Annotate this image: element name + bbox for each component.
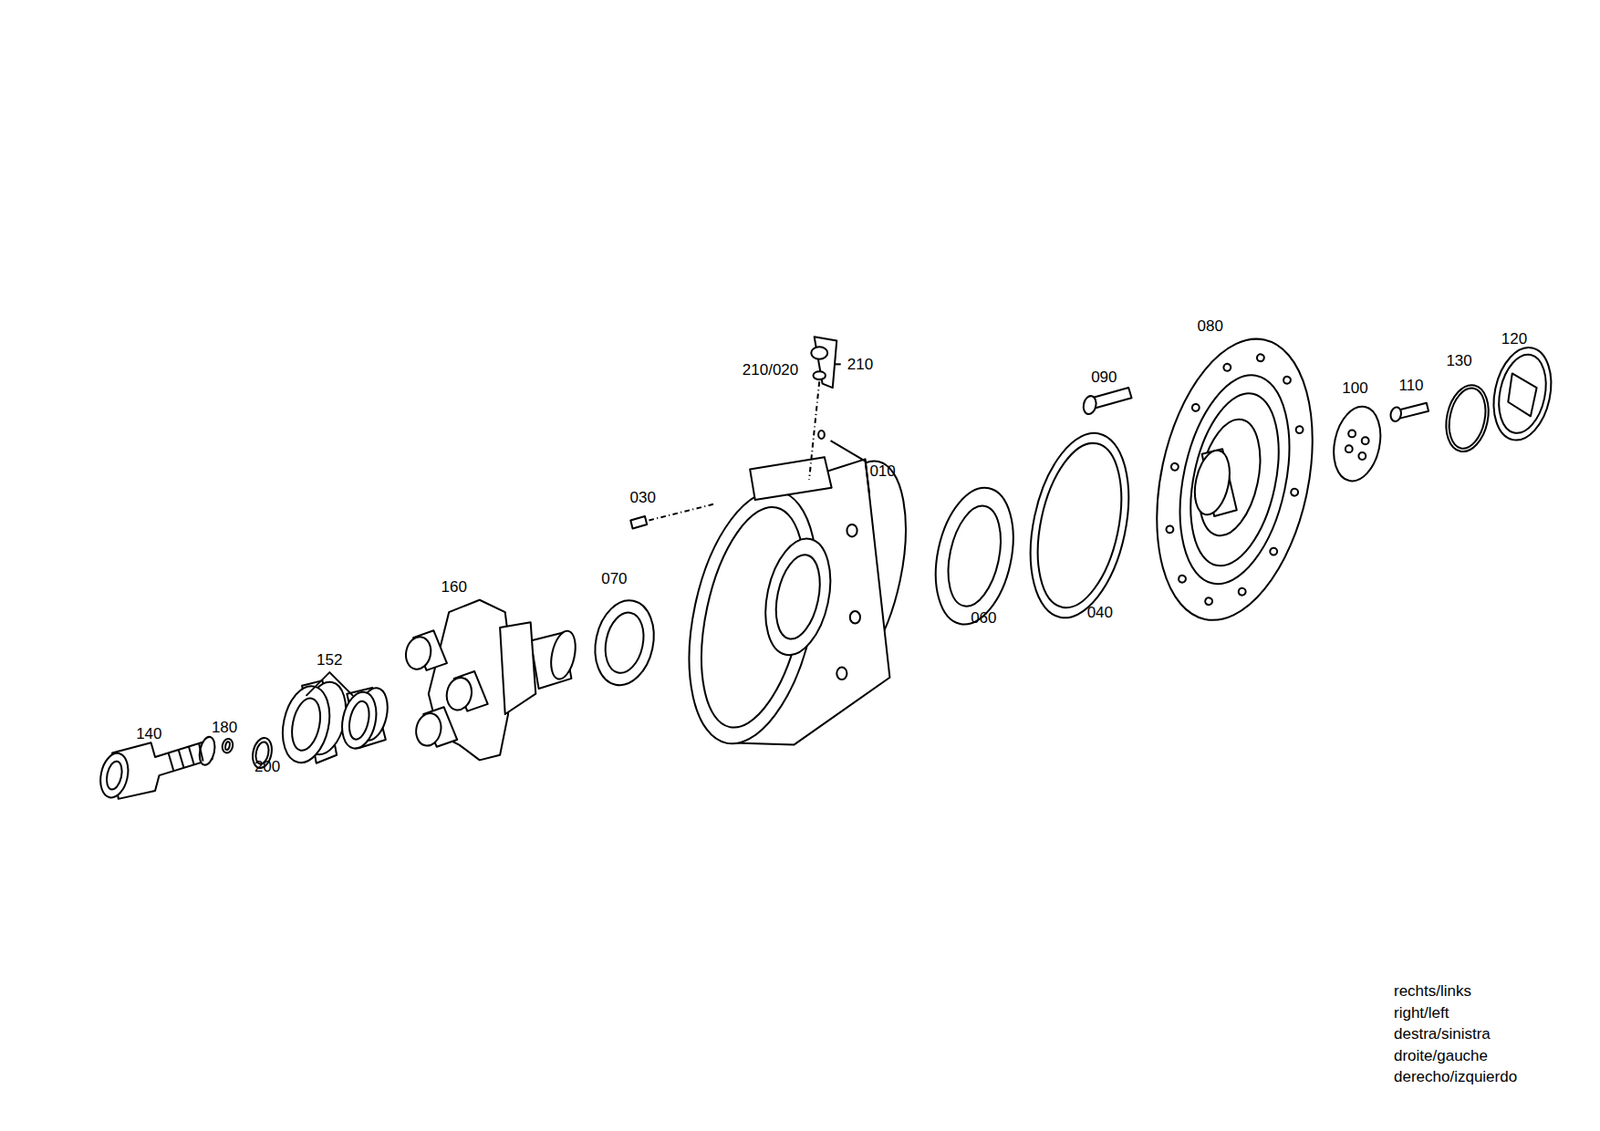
callout-number: 120: [1501, 331, 1528, 349]
callout-number: 030: [630, 489, 656, 508]
callout-number: 010: [869, 462, 895, 480]
callout-number: 160: [441, 579, 468, 597]
callout-number: 210: [847, 356, 873, 375]
callout-number: 100: [1341, 380, 1368, 398]
callout-number: 180: [211, 718, 238, 737]
note-text: rechts/links: [1393, 983, 1472, 1001]
shaft: [96, 735, 218, 800]
callout-number: 060: [970, 610, 997, 628]
callout-number: 080: [1196, 318, 1223, 336]
callout-number: 140: [135, 726, 162, 744]
callout-number: 090: [1090, 369, 1117, 387]
note-text: droite/gauche: [1393, 1047, 1488, 1065]
callout-number: 130: [1445, 353, 1472, 371]
note-text: destra/sinistra: [1393, 1026, 1491, 1044]
callout-number: 152: [316, 651, 343, 669]
callout-number: 200: [254, 758, 281, 777]
callout-number: 210/020: [742, 362, 799, 380]
callout-number: 110: [1398, 376, 1424, 395]
note-text: right/left: [1393, 1004, 1449, 1022]
note-text: derecho/izquierdo: [1393, 1069, 1517, 1087]
callout-number: 070: [601, 571, 627, 589]
callout-number: 040: [1087, 604, 1113, 623]
